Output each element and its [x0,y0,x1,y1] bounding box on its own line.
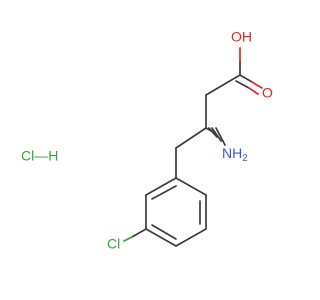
bond-c-o-double-b [235,80,250,89]
bond-c1-c2 [205,74,241,96]
bond-c-o-double-a-o [251,81,263,89]
bond-ring-cl [131,228,147,238]
oh-label: OH [231,29,252,45]
nh-subscript: 2 [242,153,248,164]
bond-ring-cl-cl [123,236,133,242]
hydrogen-chloride-label: Cl—H [21,148,58,164]
molecule-structure: OH O NH2 Cl Cl—H [21,29,273,252]
nh-label: NH2 [222,145,248,164]
benzene-ring [145,177,207,247]
ring-chlorine-label: Cl [107,236,120,252]
bond-c-o-double-b-o [248,87,259,95]
wedge-bond-c3-n [205,127,226,146]
bond-c-o-double-a [239,74,253,83]
bond-c3-c4 [175,127,207,149]
o-label: O [262,85,273,101]
